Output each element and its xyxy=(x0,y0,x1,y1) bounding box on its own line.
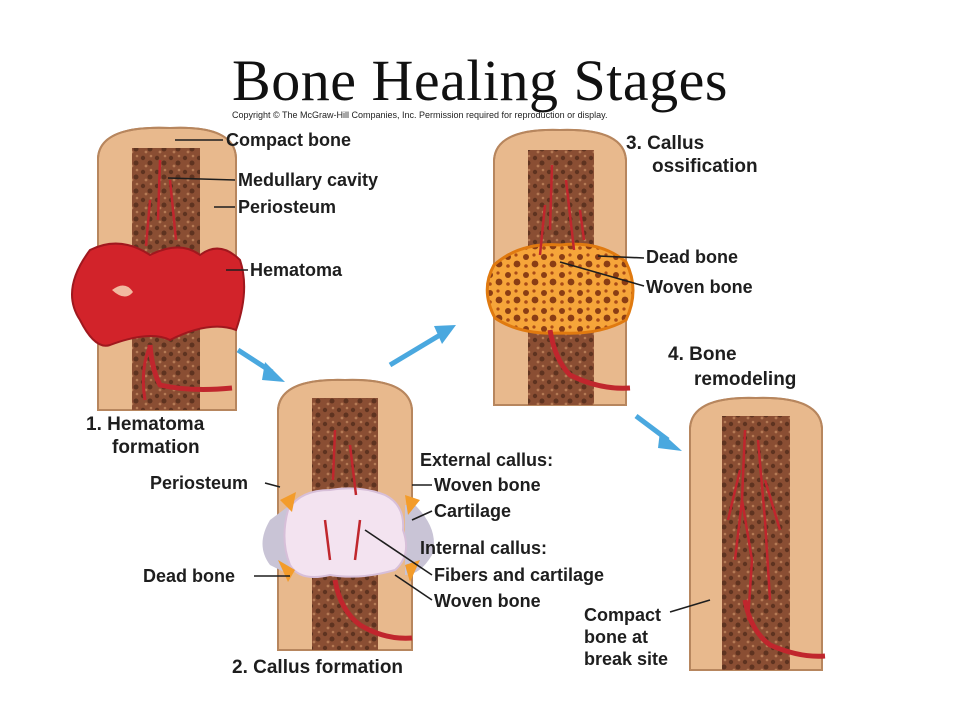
label-dead-bone-2: Dead bone xyxy=(143,566,236,586)
label-woven-bone-3: Woven bone xyxy=(646,277,753,297)
label-woven-bone-internal: Woven bone xyxy=(434,591,541,611)
label-periosteum-2: Periosteum xyxy=(150,473,249,493)
label-cartilage: Cartilage xyxy=(434,501,512,521)
label-periosteum-1: Periosteum xyxy=(238,197,337,217)
label-fibers-and-cartilage: Fibers and cartilage xyxy=(434,565,605,585)
bone-stage-3 xyxy=(485,128,635,406)
label-compact-bone: Compact bone xyxy=(226,130,352,150)
label-dead-bone-3: Dead bone xyxy=(646,247,739,267)
label-hematoma: Hematoma xyxy=(250,260,343,280)
stage-arrows xyxy=(236,325,682,451)
stage-3-label-line-2: ossification xyxy=(652,156,758,177)
label-external-callus: External callus: xyxy=(420,450,554,470)
label-compact-break-line-2: bone at xyxy=(584,627,649,647)
stage-2-label: 2. Callus formation xyxy=(232,657,404,678)
bone-stage-2 xyxy=(262,378,434,651)
bone-stage-1 xyxy=(71,126,246,411)
stage-1-label-line-2: formation xyxy=(112,437,200,458)
label-woven-bone-external: Woven bone xyxy=(434,475,541,495)
page-title: Bone Healing Stages xyxy=(232,48,728,113)
stage-4-label-line-2: remodeling xyxy=(694,369,797,390)
leader-lines xyxy=(167,139,711,613)
label-compact-break-line-3: break site xyxy=(584,649,669,669)
label-compact-break-line-1: Compact xyxy=(584,605,662,625)
stage-1-label-line-1: 1. Hematoma xyxy=(86,414,205,435)
stage-3-label-line-1: 3. Callus xyxy=(626,133,705,154)
stage-4-label-line-1: 4. Bone xyxy=(668,344,737,365)
bone-stage-4 xyxy=(689,396,826,671)
label-medullary-cavity: Medullary cavity xyxy=(238,170,379,190)
copyright-notice: Copyright © The McGraw-Hill Companies, I… xyxy=(232,110,608,120)
label-internal-callus: Internal callus: xyxy=(420,538,548,558)
